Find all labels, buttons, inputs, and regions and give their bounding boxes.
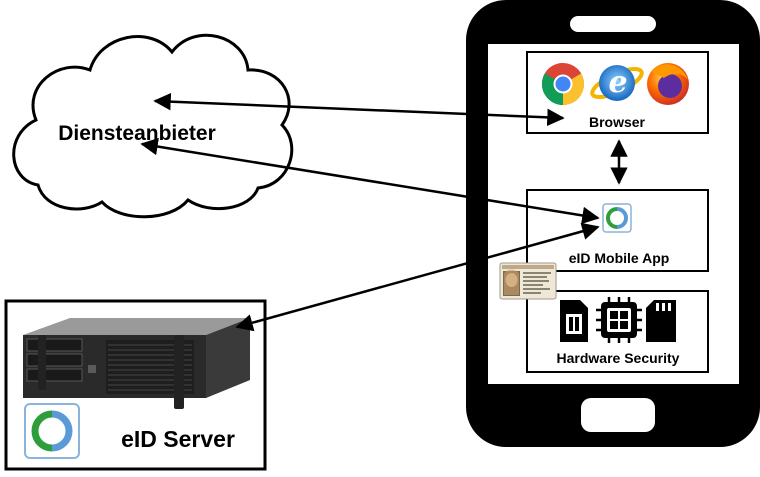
internet-explorer-icon: e: [590, 65, 644, 101]
smartphone: e Browser eID Mobile App: [466, 0, 760, 447]
eid-logo-icon: [24, 403, 80, 459]
server-app-arrow: [235, 222, 600, 332]
browser-box: e Browser: [526, 51, 709, 134]
app-label: eID Mobile App: [569, 250, 670, 266]
cloud-browser-arrow: [153, 92, 565, 127]
cloud-label: Diensteanbieter: [58, 122, 216, 145]
svg-text:e: e: [608, 65, 627, 100]
hardware-security-box: Hardware Security: [526, 290, 709, 373]
hardware-label: Hardware Security: [557, 350, 680, 366]
eid-server-box: eID Server: [4, 299, 267, 471]
sd-card-icon: [646, 300, 676, 342]
sim-card-icon: [560, 300, 588, 342]
rack-server-image: [23, 318, 250, 409]
chip-icon: [596, 297, 642, 343]
chrome-icon: [541, 62, 585, 105]
phone-home-button: [581, 398, 655, 432]
mobile-app-box: eID Mobile App: [526, 189, 709, 272]
server-label: eID Server: [121, 426, 235, 452]
service-provider-cloud: Diensteanbieter: [12, 33, 294, 219]
eid-app-icon: [602, 203, 632, 233]
firefox-icon: [647, 63, 689, 105]
cloud-app-arrow: [140, 137, 600, 225]
id-card-image: [499, 262, 557, 300]
phone-speaker: [570, 16, 656, 32]
browser-label: Browser: [589, 114, 646, 130]
